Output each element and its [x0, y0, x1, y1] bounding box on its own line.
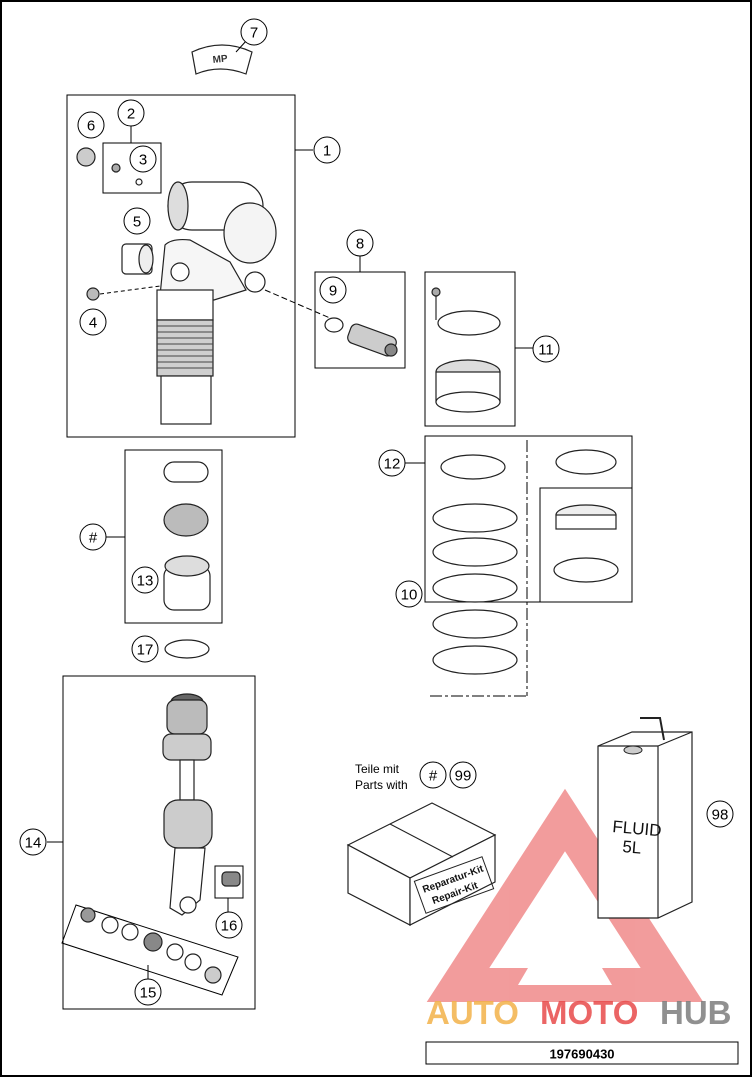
- svg-text:13: 13: [137, 573, 154, 590]
- callout-98: 98: [706, 800, 734, 828]
- callout-99: 99: [449, 761, 477, 789]
- fluid-can-drawing: [597, 717, 693, 919]
- svg-text:5: 5: [133, 214, 141, 231]
- callout-4: 4: [79, 308, 107, 336]
- watermark-text: AUTO MOTO HUB: [426, 994, 732, 1031]
- part-15-strip: [61, 904, 239, 996]
- callout-9: 9: [319, 276, 347, 304]
- part-14-box: [62, 675, 256, 1010]
- valve-drawing: [324, 317, 398, 357]
- svg-text:4: 4: [89, 315, 97, 332]
- svg-text:8: 8: [356, 236, 364, 253]
- svg-text:9: 9: [329, 283, 337, 300]
- svg-text:1: 1: [323, 143, 331, 160]
- svg-text:14: 14: [25, 835, 42, 852]
- adjuster-ring-drawing: [431, 287, 501, 413]
- spring-drawing: [432, 449, 619, 675]
- callout-13: 13: [131, 566, 159, 594]
- svg-text:17: 17: [137, 642, 154, 659]
- callout-12: 12: [378, 449, 406, 477]
- fluid-volume-label: 5L: [622, 837, 643, 858]
- cap-logo-text: MP: [212, 53, 228, 66]
- callout-2: 2: [117, 99, 145, 127]
- callout-5: 5: [123, 207, 151, 235]
- callout-15: 15: [134, 978, 162, 1006]
- svg-text:15: 15: [140, 985, 157, 1002]
- svg-text:7: 7: [250, 25, 258, 42]
- callout-hash-seals: #: [79, 523, 107, 551]
- callout-14: 14: [19, 828, 47, 856]
- svg-text:MOTO: MOTO: [540, 994, 638, 1031]
- callout-8: 8: [346, 229, 374, 257]
- svg-text:3: 3: [139, 152, 147, 169]
- svg-text:6: 6: [87, 118, 95, 135]
- part-7-cap-group: MP: [191, 39, 253, 75]
- drawing-number-box: [425, 1041, 739, 1065]
- svg-text:#: #: [429, 768, 438, 785]
- svg-text:HUB: HUB: [660, 994, 732, 1031]
- shock-absorber-drawing: [76, 147, 331, 425]
- part-17-circlip: [164, 639, 210, 659]
- part-11-box: [424, 271, 516, 427]
- callout-hash-kit: #: [419, 761, 447, 789]
- seal-kit-drawing: [163, 461, 211, 611]
- svg-text:99: 99: [455, 768, 472, 785]
- damper-rod-drawing: [162, 693, 241, 916]
- parts-with-en-label: Parts with: [355, 778, 408, 792]
- svg-text:12: 12: [384, 456, 401, 473]
- svg-text:2: 2: [127, 106, 135, 123]
- callout-10: 10: [395, 580, 423, 608]
- svg-text:AUTO: AUTO: [426, 994, 519, 1031]
- repair-kit-box-drawing: [346, 802, 497, 926]
- svg-text:10: 10: [401, 587, 418, 604]
- svg-text:#: #: [89, 530, 98, 547]
- callout-17: 17: [131, 635, 159, 663]
- callout-7: 7: [240, 18, 268, 46]
- svg-text:98: 98: [712, 807, 729, 824]
- svg-text:16: 16: [221, 918, 238, 935]
- washers-drawing: [80, 907, 222, 984]
- svg-text:11: 11: [538, 342, 554, 359]
- fluid-label: FLUID: [612, 817, 663, 840]
- callout-16: 16: [215, 911, 243, 939]
- callout-6: 6: [77, 111, 105, 139]
- callout-3: 3: [129, 145, 157, 173]
- callout-11: 11: [532, 335, 560, 363]
- drawing-number: 197690430: [549, 1047, 614, 1062]
- part-1-box: [66, 94, 296, 438]
- parts-with-de-label: Teile mit: [355, 762, 400, 776]
- callout-1: 1: [313, 136, 341, 164]
